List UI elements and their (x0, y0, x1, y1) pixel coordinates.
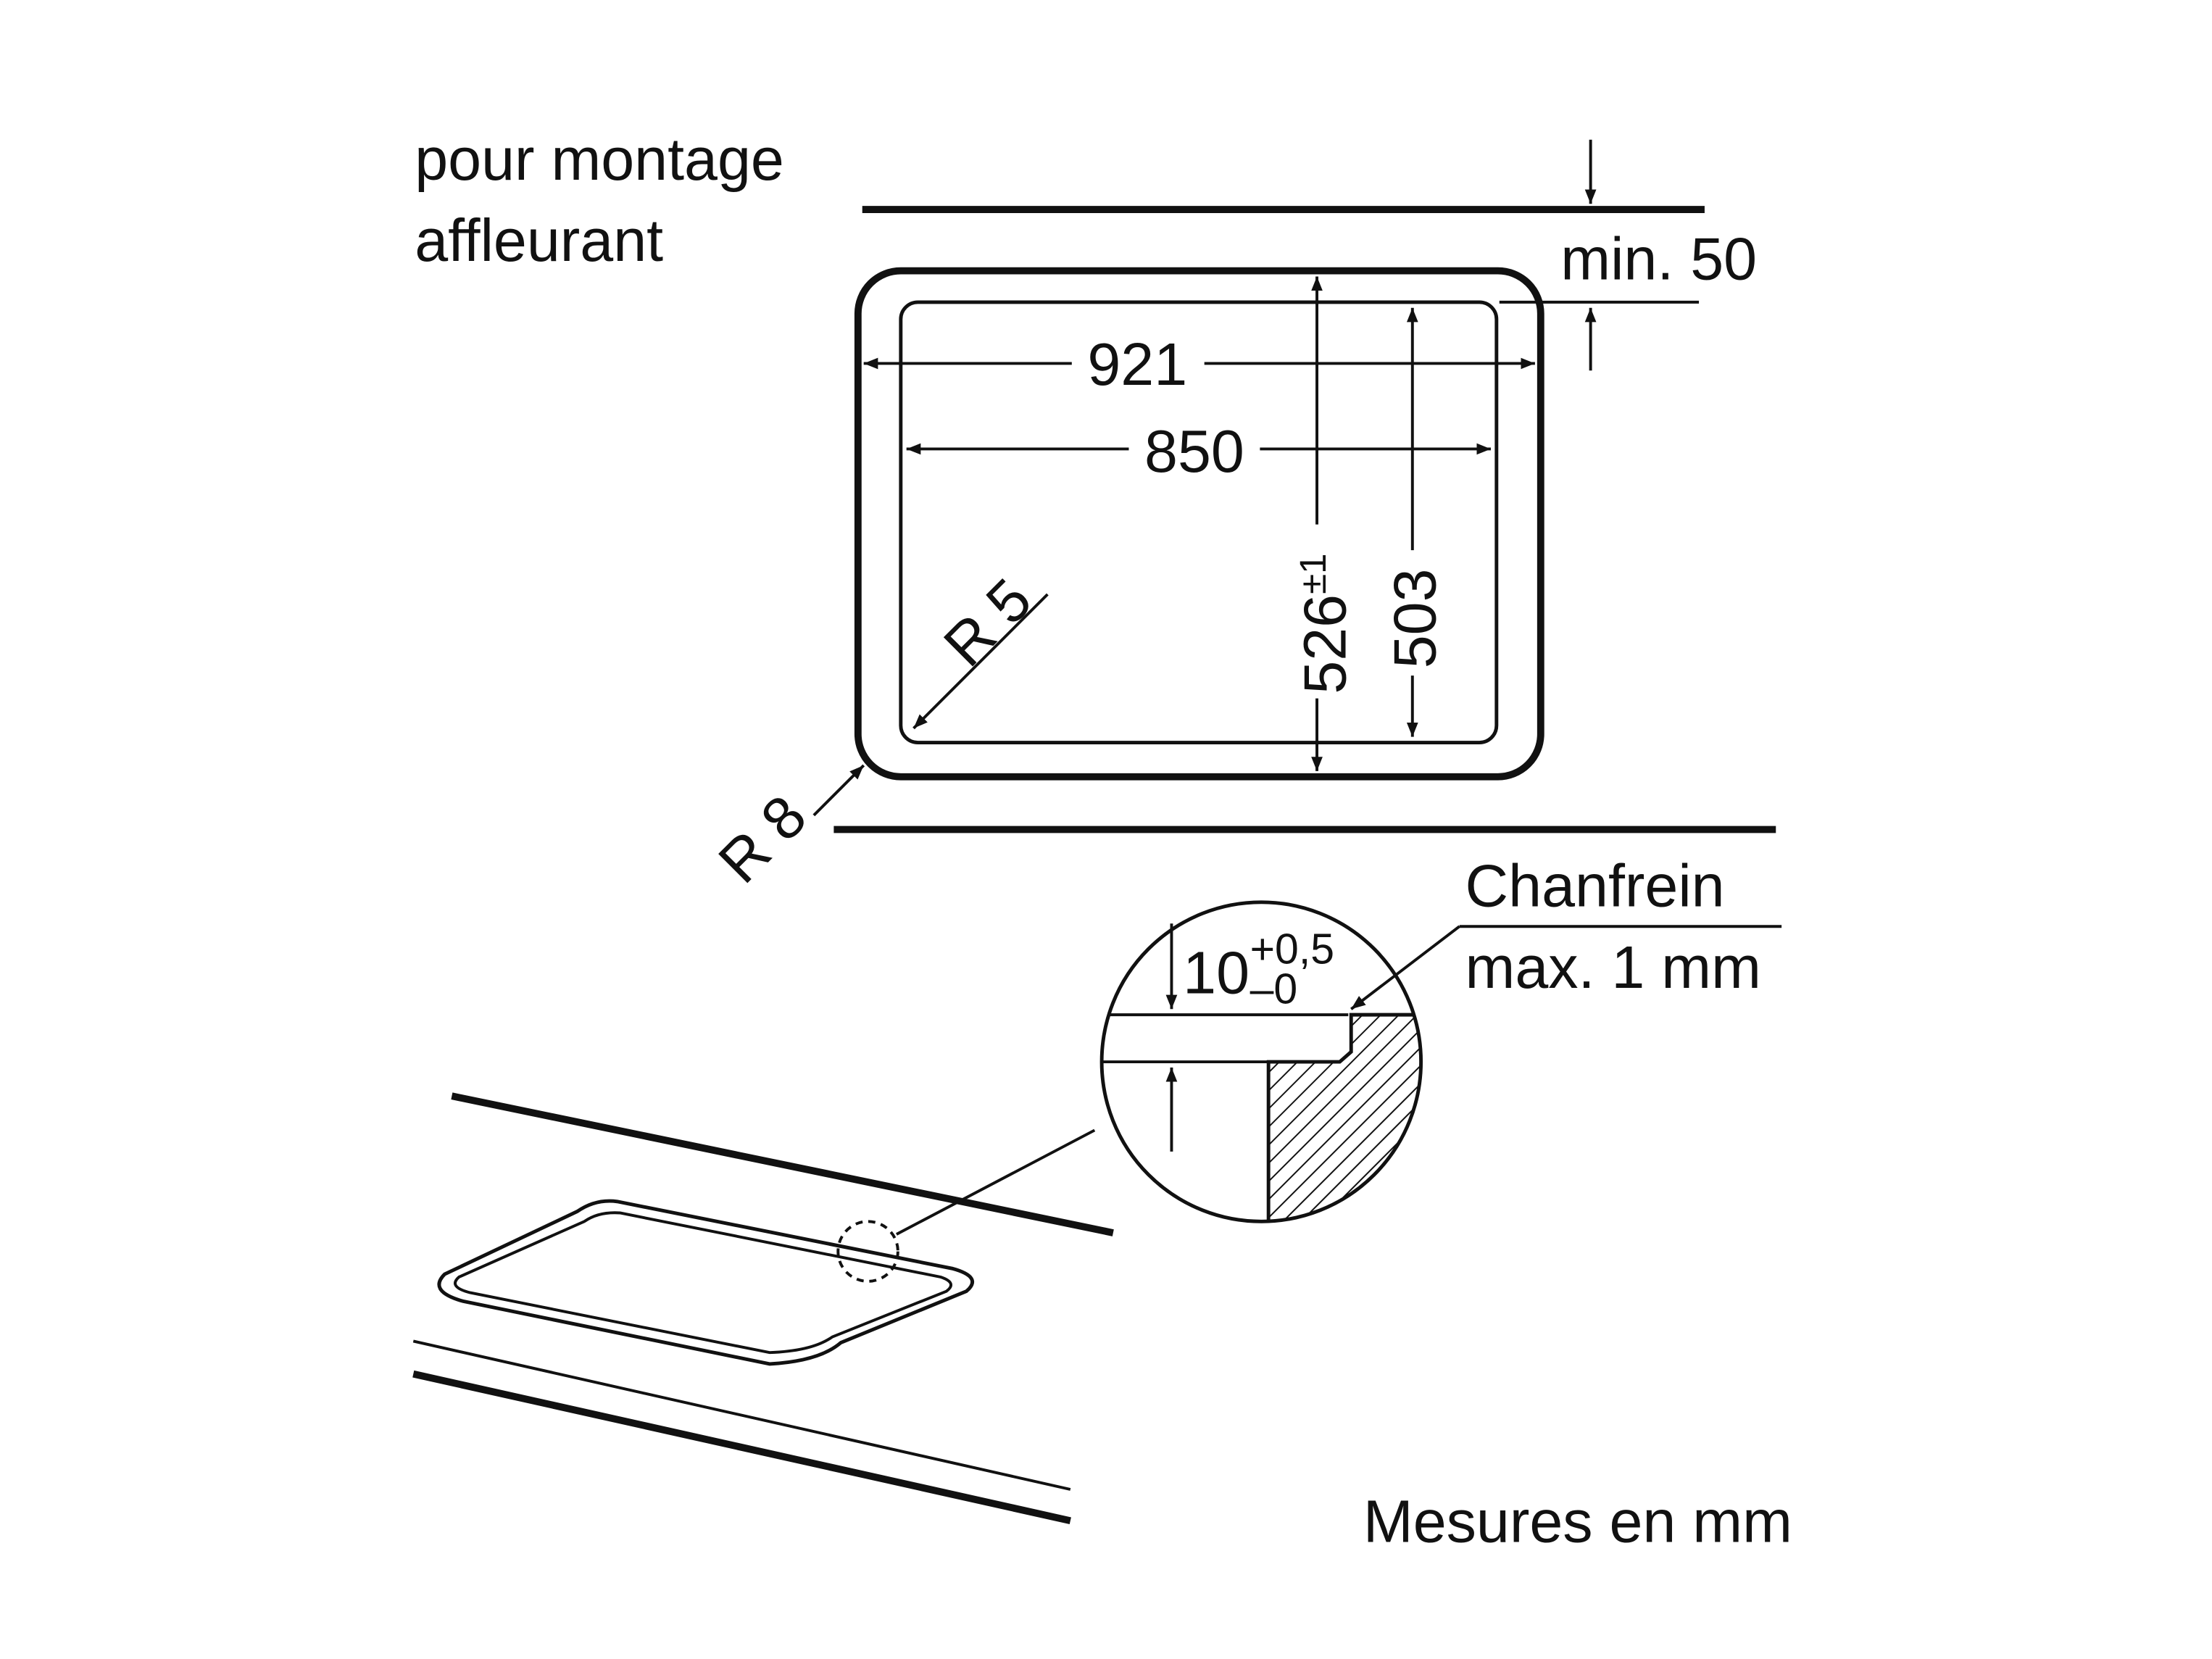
chamfer-detail: 10 +0,5 –0 Chanfrein max. 1 mm (1099, 852, 1782, 1223)
chamfer-label-line1: Chanfrein (1465, 852, 1725, 920)
min-distance-label: min. 50 (1560, 225, 1757, 292)
rebate-label: 10 (1183, 939, 1250, 1007)
perspective-inner-cutout (454, 1211, 952, 1355)
perspective-outer-cutout (437, 1199, 975, 1366)
outer-width-label: 921 (1087, 330, 1187, 398)
outer-depth-label: 526±1 (1291, 553, 1358, 694)
inner-depth-label: 503 (1381, 569, 1448, 669)
inner-width-label: 850 (1144, 417, 1244, 485)
chamfer-label-line2: max. 1 mm (1465, 934, 1761, 1001)
perspective-view (412, 1092, 1114, 1525)
perspective-countertop-front-edge-thin (412, 1339, 1071, 1491)
inner-radius-label: R 5 (931, 565, 1044, 679)
inner-depth-label-group: 503 (1381, 569, 1448, 669)
outer-depth-tolerance: ±1 (1292, 553, 1334, 594)
outer-radius-leader (812, 764, 865, 817)
outer-depth-label-group: 526±1 (1291, 553, 1358, 694)
inner-radius-label-group: R 5 (931, 565, 1044, 679)
detail-circle (1099, 900, 1423, 1223)
detail-leader-line (896, 1128, 1096, 1236)
mounting-label-line1: pour montage (415, 125, 784, 193)
outer-radius-label-group: R 8 (705, 782, 819, 896)
outer-cutout (854, 267, 1544, 781)
countertop-section-hatch (1266, 1013, 1421, 1222)
outer-radius-label: R 8 (705, 782, 819, 896)
rebate-tolerance-plus: +0,5 (1250, 925, 1334, 973)
mounting-label-line2: affleurant (415, 207, 663, 274)
inner-cutout (899, 300, 1499, 745)
top-view: pour montage affleurant min. 50 921 850 … (415, 125, 1776, 896)
detail-marker-circle (836, 1220, 899, 1283)
units-note: Mesures en mm (1363, 1488, 1792, 1555)
chamfer-leader (1350, 925, 1460, 1010)
perspective-countertop-back-edge (451, 1092, 1114, 1236)
inner-radius-leader (912, 593, 1049, 730)
perspective-countertop-front-edge (412, 1370, 1071, 1525)
rebate-tolerance-minus: –0 (1250, 965, 1298, 1013)
